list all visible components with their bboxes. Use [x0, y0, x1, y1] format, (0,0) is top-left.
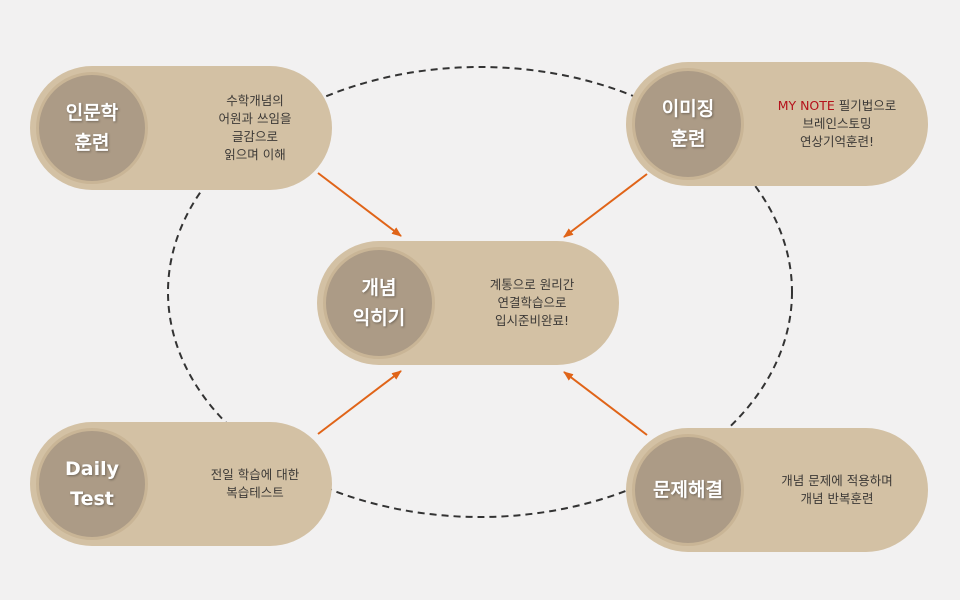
arrow-problem-to-center — [563, 371, 648, 436]
node-imaging: 이미징 훈련 MY NOTE 필기법으로 브레인스토밍 연상기억훈련! — [626, 62, 928, 186]
node-daily-badge: Daily Test — [36, 428, 148, 540]
node-center-title-line2: 익히기 — [352, 307, 406, 329]
desc-line: 전일 학습에 대한 — [210, 467, 300, 482]
node-problem-description: 개념 문제에 적용하며 개념 반복훈련 — [752, 428, 922, 552]
cycle-ring — [167, 66, 793, 518]
node-humanities-badge: 인문학 훈련 — [36, 72, 148, 184]
node-humanities-title-line1: 인문학 — [65, 102, 119, 124]
node-problem-title: 문제해결 — [653, 479, 723, 501]
desc-line: 브레인스토밍 — [802, 116, 872, 131]
node-humanities-description: 수학개념의 어원과 쓰임을 글감으로 읽으며 이해 — [180, 66, 330, 190]
node-daily-test: Daily Test 전일 학습에 대한 복습테스트 — [30, 422, 332, 546]
node-daily-description: 전일 학습에 대한 복습테스트 — [180, 422, 330, 546]
node-imaging-title-line2: 훈련 — [670, 128, 706, 150]
node-humanities: 인문학 훈련 수학개념의 어원과 쓰임을 글감으로 읽으며 이해 — [30, 66, 332, 190]
desc-line: 수학개념의 — [226, 93, 284, 108]
desc-line: 계통으로 원리간 — [489, 277, 575, 292]
desc-line: 입시준비완료! — [494, 313, 569, 328]
desc-line-rest: 필기법으로 — [834, 98, 897, 113]
node-imaging-title-line1: 이미징 — [661, 98, 715, 120]
node-center-description: 계통으로 원리간 연결학습으로 입시준비완료! — [457, 241, 607, 365]
node-problem-badge: 문제해결 — [632, 434, 744, 546]
desc-line: 개념 반복훈련 — [800, 491, 874, 506]
arrow-imaging-to-center — [563, 173, 648, 238]
node-imaging-badge: 이미징 훈련 — [632, 68, 744, 180]
node-center-badge: 개념 익히기 — [323, 247, 435, 359]
desc-line: 연결학습으로 — [497, 295, 567, 310]
desc-line: 읽으며 이해 — [224, 147, 286, 162]
arrow-daily-to-center — [317, 370, 402, 435]
node-center-title-line1: 개념 — [361, 277, 397, 299]
desc-line: MY NOTE 필기법으로 — [778, 97, 897, 115]
node-daily-title-line1: Daily — [64, 458, 119, 480]
my-note-highlight: MY NOTE — [777, 98, 835, 113]
node-center-concept: 개념 익히기 계통으로 원리간 연결학습으로 입시준비완료! — [317, 241, 619, 365]
desc-line: 복습테스트 — [226, 485, 284, 500]
desc-line: 개념 문제에 적용하며 — [781, 473, 893, 488]
desc-line: 글감으로 — [231, 129, 278, 144]
desc-line: 어원과 쓰임을 — [218, 111, 292, 126]
node-humanities-title-line2: 훈련 — [74, 132, 110, 154]
arrow-humanities-to-center — [317, 172, 402, 237]
node-imaging-description: MY NOTE 필기법으로 브레인스토밍 연상기억훈련! — [752, 62, 922, 186]
desc-line: 연상기억훈련! — [799, 134, 874, 149]
node-daily-title-line2: Test — [70, 488, 114, 510]
node-problem-solving: 문제해결 개념 문제에 적용하며 개념 반복훈련 — [626, 428, 928, 552]
